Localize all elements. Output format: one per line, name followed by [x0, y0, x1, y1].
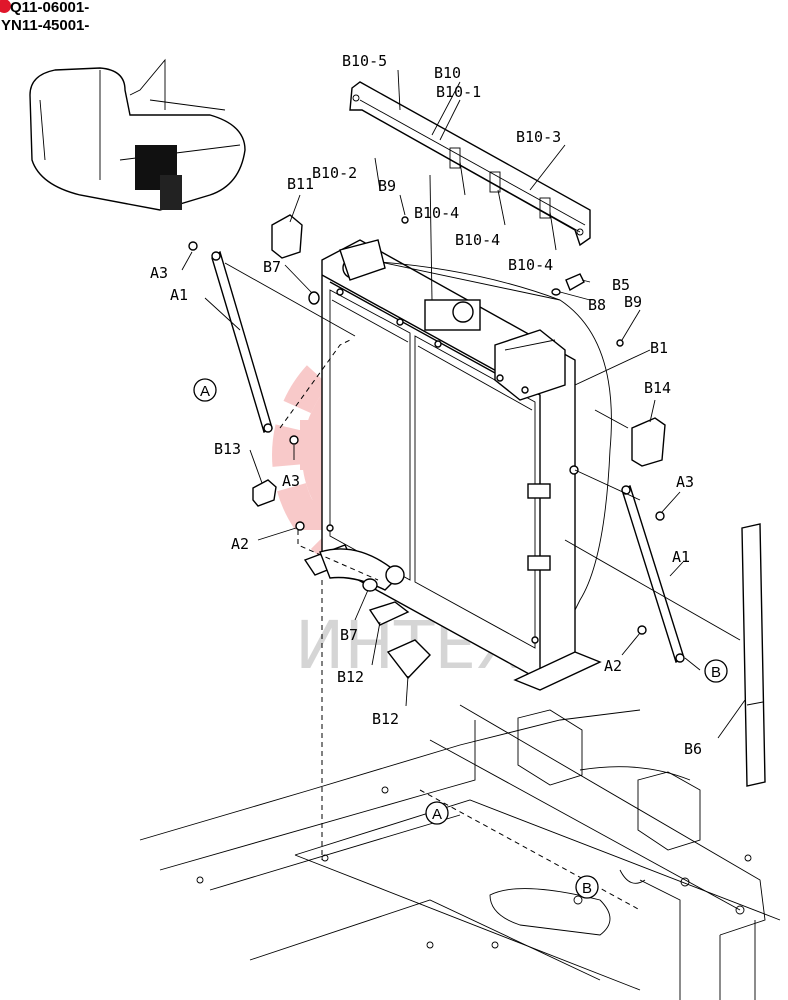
label-b9-top: B9	[378, 177, 396, 195]
radiator-assembly-b1	[303, 239, 612, 691]
label-b7-top: B7	[263, 258, 281, 276]
label-b14: B14	[644, 379, 671, 397]
header-marker-icon	[0, 0, 11, 13]
label-b1: B1	[650, 339, 668, 357]
label-b10-4-b: B10-4	[455, 231, 500, 249]
label-a3-top: A3	[150, 264, 168, 282]
label-b10-1: B10-1	[436, 83, 481, 101]
machine-frame-base	[139, 704, 781, 1000]
callout-b-bottom: B	[575, 875, 599, 899]
bolt-a2-right	[637, 625, 647, 635]
label-b12-a: B12	[337, 668, 364, 686]
o-ring-b7-bottom	[362, 578, 378, 592]
label-b10-2: B10-2	[312, 164, 357, 182]
cushion-b11	[271, 214, 303, 259]
label-b13: B13	[214, 440, 241, 458]
serial-line-1: Q11-06001-	[10, 0, 89, 16]
bolt-a3-mid	[289, 435, 299, 445]
label-b10-3: B10-3	[516, 128, 561, 146]
dashed-lines	[279, 339, 641, 911]
serial-line-2: YN11-45001-	[1, 17, 89, 34]
pad-b12-upper	[368, 601, 410, 626]
label-b6: B6	[684, 740, 702, 758]
bolt-a2-left	[295, 521, 305, 531]
stay-a1-right	[621, 485, 685, 663]
label-a1-right: A1	[672, 548, 690, 566]
bolt-a3-right	[655, 511, 665, 521]
top-bracket-b10	[349, 81, 591, 247]
cushion-b13	[252, 479, 277, 507]
label-b11: B11	[287, 175, 314, 193]
label-a1-left: A1	[170, 286, 188, 304]
o-ring-b8	[551, 288, 561, 296]
callout-a-left-text: A	[200, 383, 210, 400]
label-a3-mid: A3	[282, 472, 300, 490]
label-a3-right: A3	[676, 473, 694, 491]
label-b10-4-a: B10-4	[414, 204, 459, 222]
pad-b12-lower	[386, 639, 431, 680]
callout-b-bottom-text: B	[582, 880, 592, 897]
cushion-b14	[631, 417, 666, 467]
o-ring-b7-top	[308, 291, 320, 305]
callout-a-bottom: A	[425, 801, 449, 825]
label-b5: B5	[612, 276, 630, 294]
label-b10-4-c: B10-4	[508, 256, 553, 274]
bolt-b9-right	[616, 339, 624, 347]
label-b9-right: B9	[624, 293, 642, 311]
bolt-b9-top	[401, 216, 409, 224]
label-b7-bottom: B7	[340, 626, 358, 644]
callout-a-left: A	[193, 378, 217, 402]
label-b8: B8	[588, 296, 606, 314]
seal-b6	[741, 523, 766, 787]
label-a2-right: A2	[604, 657, 622, 675]
label-b10: B10	[434, 64, 461, 82]
machine-thumbnail	[29, 58, 246, 211]
label-a2-left: A2	[231, 535, 249, 553]
callout-b-right-text: B	[711, 664, 721, 681]
label-b12-b: B12	[372, 710, 399, 728]
callout-b-right: B	[704, 659, 728, 683]
cock-b5	[565, 273, 585, 292]
label-b10-5: B10-5	[342, 52, 387, 70]
callout-a-bottom-text: A	[432, 806, 442, 823]
bolt-a3-top	[188, 241, 198, 251]
stay-a1-left	[211, 250, 273, 433]
leader-lines	[181, 69, 746, 739]
